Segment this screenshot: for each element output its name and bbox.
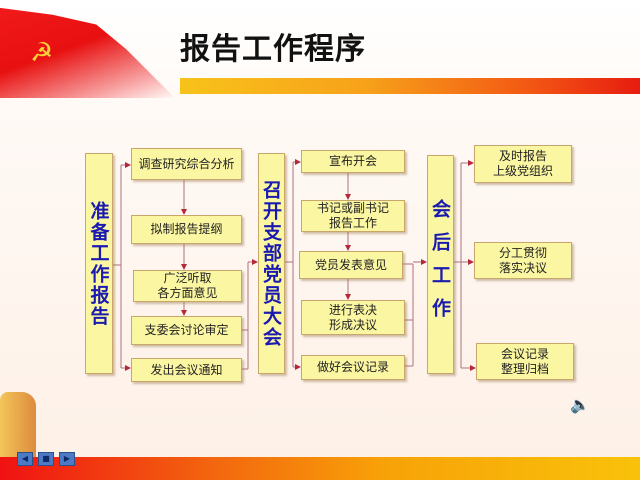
step-box: 会议记录 整理归档: [476, 343, 574, 380]
stage-prepare-report: 准备工作报告: [85, 153, 113, 374]
stage-after-meeting: 会后工作: [427, 155, 454, 374]
step-box: 党员发表意见: [299, 251, 403, 279]
step-box: 书记或副书记 报告工作: [301, 200, 405, 232]
next-slide-button[interactable]: ▶: [59, 452, 75, 466]
title-underline-bar: [180, 78, 640, 94]
step-box: 调查研究综合分析: [131, 148, 242, 180]
stage-general-meeting: 召开支部党员大会: [258, 153, 285, 374]
step-box: 进行表决 形成决议: [301, 300, 405, 335]
step-box: 分工贯彻 落实决议: [474, 242, 572, 279]
speaker-icon[interactable]: 🔈: [570, 395, 590, 414]
step-box: 及时报告 上级党组织: [474, 145, 572, 183]
step-box: 支委会讨论审定: [131, 316, 242, 345]
huabiao-pillar-decoration: [0, 392, 36, 458]
home-slide-button[interactable]: ■: [38, 452, 54, 466]
step-box: 发出会议通知: [131, 358, 242, 382]
page-title: 报告工作程序: [180, 32, 366, 67]
step-box: 宣布开会: [301, 150, 405, 173]
hammer-sickle-icon: ☭: [30, 38, 54, 68]
step-box: 做好会议记录: [301, 355, 405, 380]
step-box: 广泛听取 各方面意见: [133, 270, 242, 302]
bottom-bar: [0, 457, 640, 480]
step-box: 拟制报告提纲: [131, 215, 242, 244]
prev-slide-button[interactable]: ◀: [17, 452, 33, 466]
